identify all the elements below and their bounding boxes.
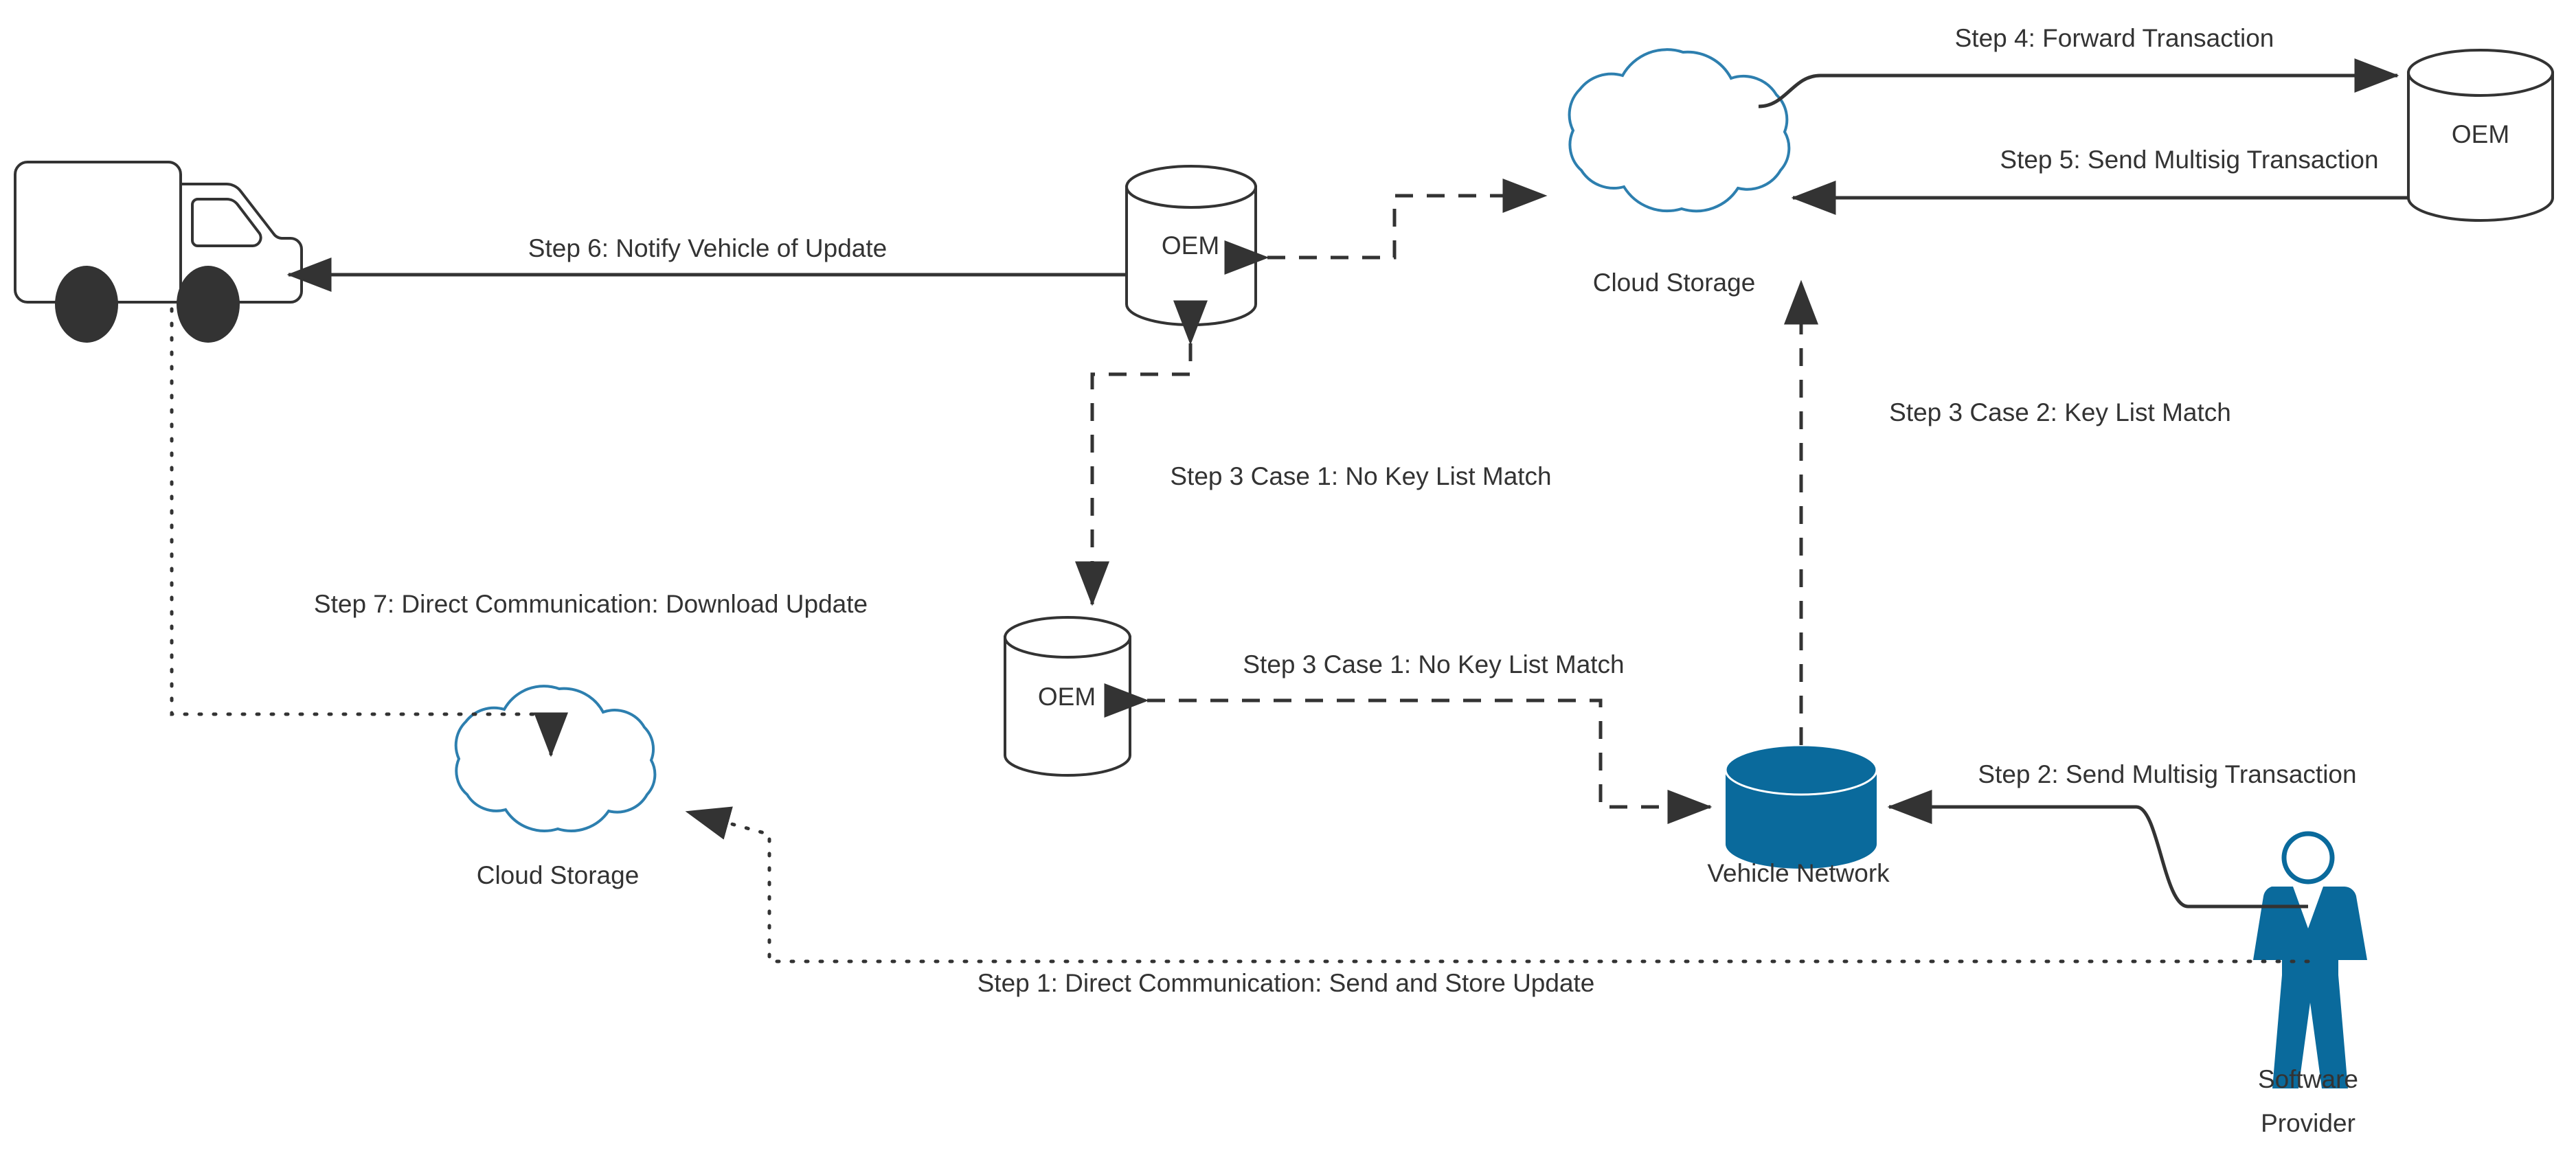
edge-step2	[1887, 790, 2308, 909]
oem-top-label: OEM	[1161, 231, 1220, 260]
edge-label-step5: Step 5: Send Multisig Transaction	[2000, 146, 2379, 174]
oem-lower-label: OEM	[1037, 683, 1096, 711]
cloud-bottom-label: Cloud Storage	[476, 861, 640, 890]
software-provider-label-line2: Provider	[2261, 1109, 2355, 1138]
edge-label-step6: Step 6: Notify Vehicle of Update	[528, 234, 888, 263]
edge-label-step2: Step 2: Send Multisig Transaction	[1978, 760, 2357, 789]
edge-label-step4: Step 4: Forward Transaction	[1954, 24, 2274, 53]
actor-head-icon	[2281, 831, 2335, 885]
truck-front-wheel	[177, 266, 240, 343]
edge-label-step3-case2: Step 3 Case 2: Key List Match	[1889, 398, 2231, 427]
edge-label-step1: Step 1: Direct Communication: Send and S…	[977, 969, 1595, 998]
oem-right-label: OEM	[2451, 120, 2510, 149]
actor-body-icon	[2253, 887, 2367, 1088]
edge-step1	[685, 806, 2310, 963]
edge-oem-cloud-link	[1224, 179, 1548, 275]
vehicle-network-label: Vehicle Network	[1707, 859, 1890, 888]
edge-step4	[1758, 58, 2399, 109]
vehicle-network-database-icon	[1724, 744, 1878, 869]
cloud-bottom-icon	[454, 685, 657, 832]
cloud-top-icon	[1568, 48, 1791, 213]
software-provider-label-line1: Software	[2257, 1065, 2359, 1094]
edge-step3-case1-vertical	[1075, 300, 1208, 606]
cloud-top-label: Cloud Storage	[1592, 269, 1756, 297]
edge-label-step3-case1-vertical: Step 3 Case 1: No Key List Match	[1170, 462, 1552, 491]
oem-right-database-icon	[2407, 49, 2554, 222]
edge-label-step7: Step 7: Direct Communication: Download U…	[313, 590, 868, 619]
truck-icon	[14, 161, 303, 343]
edge-step3-case1-horizontal	[1104, 683, 1713, 824]
truck-rear-wheel	[55, 266, 118, 343]
edge-label-step3-case1-horizontal: Step 3 Case 1: No Key List Match	[1243, 650, 1625, 679]
software-provider-actor-icon	[2253, 831, 2367, 1088]
edge-step7	[170, 307, 568, 757]
